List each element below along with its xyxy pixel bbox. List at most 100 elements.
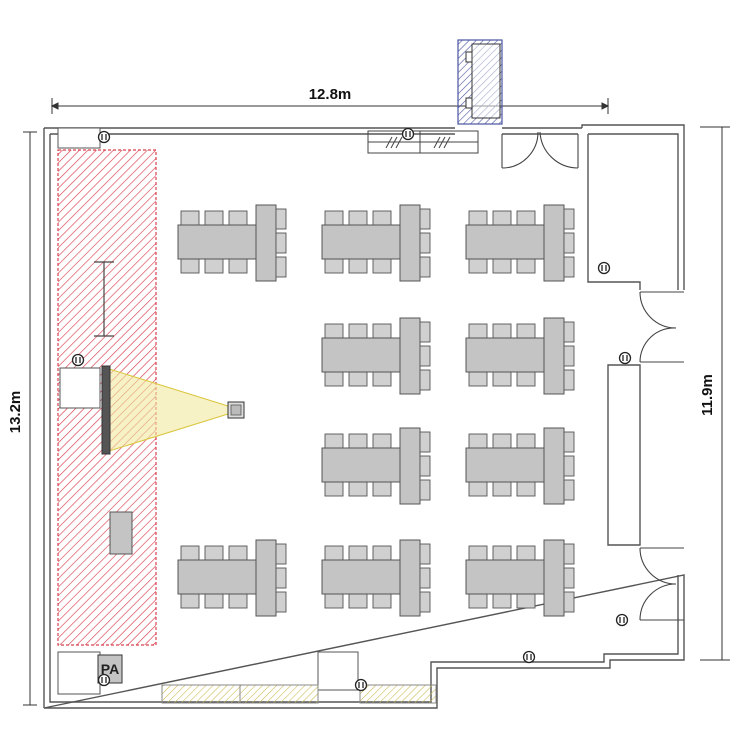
chair xyxy=(563,455,575,477)
chair xyxy=(563,591,575,613)
outlet-ring xyxy=(615,613,629,627)
entrance-counter xyxy=(471,43,501,119)
outlet-ring xyxy=(597,261,611,275)
chair xyxy=(516,258,536,274)
chair xyxy=(204,210,224,226)
chair xyxy=(324,371,344,387)
chair xyxy=(324,433,344,449)
chair xyxy=(419,543,431,565)
chair xyxy=(275,232,287,254)
chair xyxy=(563,479,575,501)
outlet-icon xyxy=(597,261,611,275)
end-table xyxy=(255,539,277,617)
chair xyxy=(275,256,287,278)
outlet-icon xyxy=(354,678,368,692)
chair xyxy=(563,431,575,453)
bottom-counter xyxy=(239,684,319,704)
chair xyxy=(563,321,575,343)
bottom-cabinet xyxy=(317,651,359,691)
chair xyxy=(468,545,488,561)
chair xyxy=(516,371,536,387)
dimension-right xyxy=(700,126,730,661)
chair xyxy=(419,345,431,367)
long-table xyxy=(465,224,545,260)
chair xyxy=(180,258,200,274)
chair xyxy=(348,258,368,274)
outlet-icon xyxy=(522,650,536,664)
chair xyxy=(419,369,431,391)
chair xyxy=(468,371,488,387)
chair xyxy=(419,208,431,230)
chair xyxy=(563,369,575,391)
end-table xyxy=(399,204,421,282)
end-table xyxy=(399,317,421,395)
chair xyxy=(563,345,575,367)
chair xyxy=(372,210,392,226)
dimension-top xyxy=(50,98,610,114)
chair xyxy=(204,593,224,609)
outlet-icon xyxy=(401,127,415,141)
chair xyxy=(492,323,512,339)
table-group xyxy=(177,539,287,617)
chair xyxy=(348,323,368,339)
chair xyxy=(348,481,368,497)
dimension-top-label: 12.8m xyxy=(309,86,352,103)
chair xyxy=(516,481,536,497)
double-door-right-lower xyxy=(639,547,684,621)
chair xyxy=(324,210,344,226)
whiteboard-stand xyxy=(94,261,114,337)
table-group xyxy=(465,427,575,505)
chair xyxy=(468,258,488,274)
chair xyxy=(468,433,488,449)
chair xyxy=(275,567,287,589)
chair xyxy=(468,323,488,339)
chair xyxy=(275,208,287,230)
chair xyxy=(180,210,200,226)
end-table xyxy=(543,539,565,617)
chair xyxy=(372,371,392,387)
table-group xyxy=(465,204,575,282)
long-table xyxy=(321,559,401,595)
chair xyxy=(563,208,575,230)
chair xyxy=(204,258,224,274)
chair xyxy=(228,545,248,561)
bottom-counter xyxy=(161,684,241,704)
chair xyxy=(516,433,536,449)
chair xyxy=(348,371,368,387)
end-table xyxy=(543,317,565,395)
table-group xyxy=(465,317,575,395)
chair xyxy=(492,210,512,226)
chair xyxy=(492,371,512,387)
dimension-left xyxy=(23,131,37,706)
chair xyxy=(372,593,392,609)
long-table xyxy=(177,224,257,260)
chair xyxy=(492,433,512,449)
long-table xyxy=(465,337,545,373)
outlet-icon xyxy=(71,353,85,367)
chair xyxy=(324,593,344,609)
lectern xyxy=(109,511,133,555)
chair xyxy=(419,321,431,343)
pa-label: PA xyxy=(101,661,119,677)
chair xyxy=(372,323,392,339)
outlet-ring xyxy=(354,678,368,692)
chair xyxy=(419,455,431,477)
chair xyxy=(372,258,392,274)
outlet-ring xyxy=(97,130,111,144)
entrance-chair xyxy=(465,51,473,63)
outlet-ring xyxy=(618,351,632,365)
table-group xyxy=(177,204,287,282)
double-door-top xyxy=(501,131,579,169)
chair xyxy=(324,481,344,497)
dimension-left-label: 13.2m xyxy=(7,391,24,434)
chair xyxy=(372,433,392,449)
long-table xyxy=(465,559,545,595)
entrance-chair xyxy=(465,97,473,109)
chair xyxy=(228,258,248,274)
table-group xyxy=(321,539,431,617)
table-groups xyxy=(177,204,575,617)
end-table xyxy=(399,539,421,617)
chair xyxy=(516,323,536,339)
chair xyxy=(492,258,512,274)
